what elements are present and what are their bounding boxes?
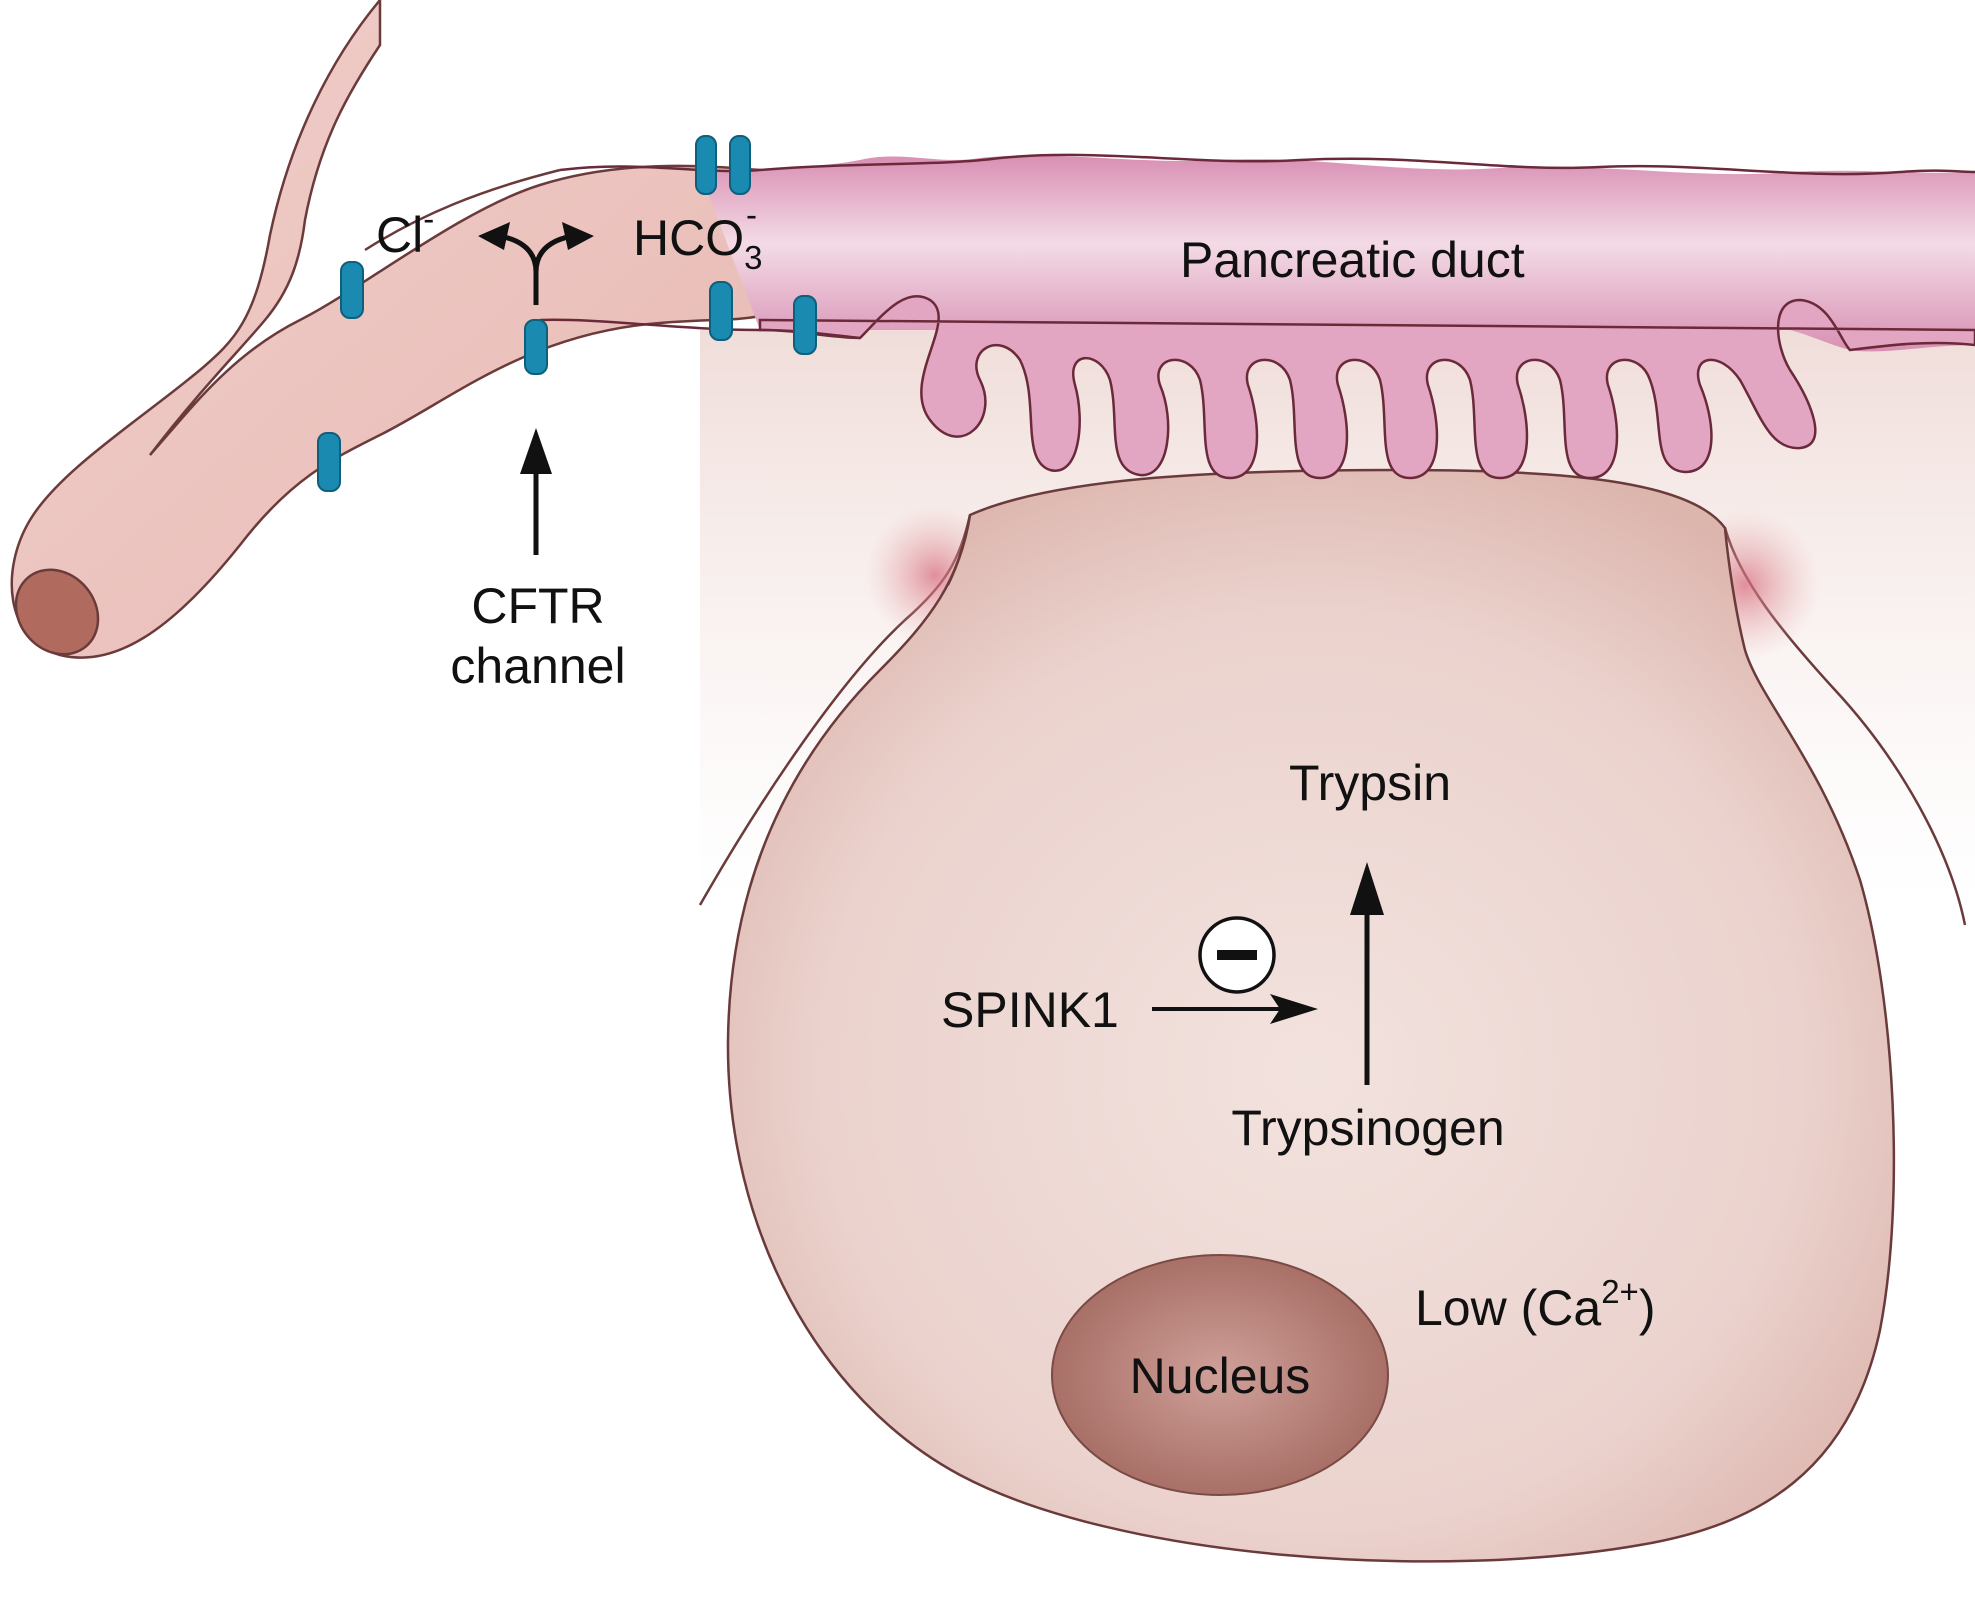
chloride-label: Cl- <box>376 200 434 263</box>
ductule-tube <box>10 0 762 659</box>
inhibition-minus <box>1217 950 1257 960</box>
cftr-label-line2: channel <box>450 638 625 694</box>
inhibition-symbol <box>1198 916 1276 994</box>
cftr-arrow <box>520 428 552 555</box>
trypsin-label: Trypsin <box>1289 755 1451 811</box>
nucleus <box>1051 1254 1389 1496</box>
channel-tube-lower <box>317 432 341 492</box>
ductule-top-outline <box>364 168 561 252</box>
cell-shoulder-left <box>946 514 972 586</box>
pancreatic-duct-label: Pancreatic duct <box>1180 232 1525 288</box>
channels <box>317 135 817 492</box>
ion-arrowhead-left <box>478 222 510 250</box>
ion-arrowhead-right <box>562 222 594 250</box>
trypsinogen-label: Trypsinogen <box>1231 1100 1504 1156</box>
bicarbonate-charge: - <box>746 196 757 233</box>
activation-arrowhead <box>1350 862 1384 915</box>
ductule-opening <box>14 568 100 656</box>
duct-villi <box>758 295 1975 480</box>
channel-cftr <box>524 319 548 375</box>
acinar-cell <box>726 468 1896 1563</box>
bicarbonate-label: HCO3 <box>633 210 762 276</box>
spink1-arrow <box>1152 994 1318 1024</box>
duct-top-edge <box>559 153 1975 176</box>
ductule-bottom-outline <box>539 318 861 340</box>
spink1-arrowhead <box>1270 994 1318 1024</box>
cftr-arrowhead <box>520 428 552 474</box>
calcium-label: Low (Ca2+) <box>1415 1273 1655 1336</box>
channel-duct-bottom-2 <box>793 295 817 355</box>
pancreatic-duct <box>700 155 1975 352</box>
activation-arrow <box>1350 862 1384 1085</box>
channel-duct-bottom-1 <box>709 281 733 341</box>
nucleus-label: Nucleus <box>1130 1348 1311 1404</box>
channel-duct-top-1 <box>695 135 717 195</box>
cftr-label-line1: CFTR <box>471 578 604 634</box>
channel-tube-upper <box>340 261 364 319</box>
ion-exchange-arrow <box>478 222 594 305</box>
spink1-label: SPINK1 <box>941 982 1119 1038</box>
channel-duct-top-2 <box>729 135 751 195</box>
